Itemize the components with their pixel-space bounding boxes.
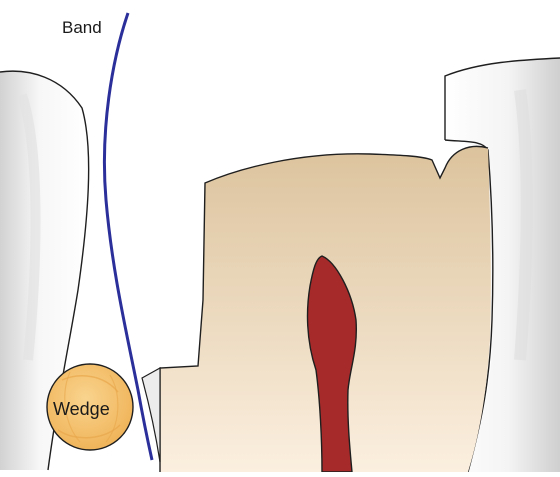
band-label: Band — [62, 18, 102, 38]
wedge-label: Wedge — [53, 399, 110, 420]
